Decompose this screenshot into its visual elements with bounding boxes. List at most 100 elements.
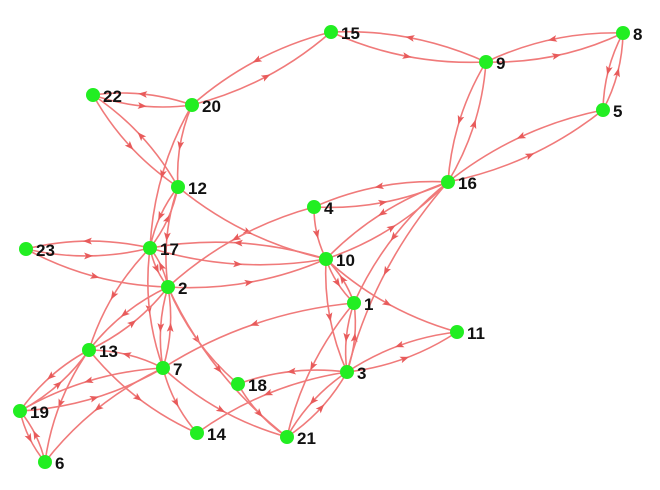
node-20-dot[interactable] (185, 98, 199, 112)
edge-arrow-10-to-11 (381, 298, 392, 306)
node-19-label: 19 (30, 403, 49, 422)
edge-arrow-3-to-21 (309, 395, 319, 405)
node-2-dot[interactable] (161, 280, 175, 294)
node-21-label: 21 (297, 429, 316, 448)
node-11-dot[interactable] (450, 325, 464, 339)
node-1-dot[interactable] (347, 296, 361, 310)
node-8[interactable]: 8 (616, 25, 642, 44)
node-15-label: 15 (341, 24, 360, 43)
edge-arrow-5-to-8 (613, 67, 620, 78)
edge-2-to-21 (167, 286, 288, 438)
edge-arrow-22-to-20 (137, 102, 147, 109)
node-15-dot[interactable] (324, 25, 338, 39)
node-14[interactable]: 14 (190, 425, 226, 444)
edge-arrow-17-to-12 (162, 214, 170, 225)
edge-12-to-22 (92, 94, 179, 188)
edge-13-to-6 (44, 349, 90, 463)
node-13[interactable]: 13 (82, 342, 118, 361)
edge-16-to-9 (447, 61, 487, 183)
edge-arrow-4-to-2 (231, 233, 242, 241)
edge-arrow-19-to-6 (24, 432, 32, 443)
edge-17-to-12 (149, 186, 179, 249)
edge-arrow-12-to-2 (164, 232, 171, 242)
node-5[interactable]: 5 (596, 102, 622, 121)
edge-arrow-3-to-11 (399, 356, 410, 364)
node-10[interactable]: 10 (319, 251, 355, 270)
node-22-dot[interactable] (86, 88, 100, 102)
node-21-dot[interactable] (280, 430, 294, 444)
node-6-dot[interactable] (38, 455, 52, 469)
edge-5-to-16 (447, 109, 604, 183)
node-17[interactable]: 17 (143, 240, 179, 259)
node-16[interactable]: 16 (441, 174, 477, 193)
edge-arrow-19-to-13 (52, 381, 62, 390)
edge-arrow-10-to-1 (332, 277, 341, 287)
node-22[interactable]: 22 (86, 87, 122, 106)
edge-16-to-5 (447, 109, 604, 183)
node-7[interactable]: 7 (156, 360, 182, 379)
edge-arrow-17-to-2 (151, 263, 159, 274)
node-4-dot[interactable] (307, 200, 321, 214)
node-10-dot[interactable] (319, 252, 333, 266)
edge-arrow-22-to-12 (124, 140, 134, 150)
edge-arrow-23-to-2 (89, 272, 100, 279)
edge-arrow-13-to-6 (58, 398, 65, 409)
edge-arrow-16-to-1 (390, 231, 399, 241)
edge-arrow-9-to-16 (457, 114, 465, 125)
node-9-dot[interactable] (479, 55, 493, 69)
edge-arrow-3-to-14 (263, 388, 274, 396)
edge-7-to-6 (44, 367, 164, 463)
node-18-dot[interactable] (231, 377, 245, 391)
edge-20-to-15 (191, 31, 332, 106)
node-23-label: 23 (36, 241, 55, 260)
node-13-dot[interactable] (82, 343, 96, 357)
edge-arrow-12-to-22 (137, 132, 147, 142)
node-4[interactable]: 4 (307, 199, 334, 218)
node-1[interactable]: 1 (347, 295, 373, 314)
node-16-dot[interactable] (441, 175, 455, 189)
node-23[interactable]: 23 (19, 241, 55, 260)
node-3[interactable]: 3 (340, 364, 366, 383)
edge-arrow-2-to-21 (213, 363, 222, 374)
node-19[interactable]: 19 (13, 403, 49, 422)
node-5-dot[interactable] (596, 103, 610, 117)
edge-arrow-16-to-3 (383, 265, 391, 276)
edge-arrow-12-to-17 (158, 210, 166, 221)
node-23-dot[interactable] (19, 242, 33, 256)
edge-arrow-7-to-6 (94, 402, 104, 412)
node-12[interactable]: 12 (171, 179, 207, 198)
node-9-label: 9 (496, 54, 505, 73)
node-11-label: 11 (467, 324, 485, 343)
edge-arrow-16-to-9 (469, 119, 477, 130)
node-3-dot[interactable] (340, 365, 354, 379)
node-18[interactable]: 18 (231, 376, 267, 395)
node-12-dot[interactable] (171, 180, 185, 194)
node-17-dot[interactable] (143, 241, 157, 255)
node-2[interactable]: 2 (161, 279, 187, 298)
edge-17-to-13 (88, 247, 151, 351)
edge-arrow-13-to-19 (47, 371, 57, 380)
edge-5-to-8 (602, 32, 624, 111)
node-14-dot[interactable] (190, 426, 204, 440)
node-9[interactable]: 9 (479, 54, 505, 73)
node-15[interactable]: 15 (324, 24, 360, 43)
edge-arrow-9-to-8 (551, 53, 562, 60)
node-1-label: 1 (364, 295, 373, 314)
node-11[interactable]: 11 (450, 324, 485, 343)
node-8-dot[interactable] (616, 26, 630, 40)
node-19-dot[interactable] (13, 404, 27, 418)
edge-arrow-1-to-3 (343, 332, 351, 343)
edge-16-to-3 (346, 181, 449, 373)
node-7-dot[interactable] (156, 361, 170, 375)
edge-1-to-7 (162, 302, 355, 369)
node-21[interactable]: 21 (280, 429, 316, 448)
edge-arrow-16-to-5 (524, 153, 535, 161)
edge-arrow-4-to-10 (312, 229, 320, 239)
edge-arrow-20-to-12 (177, 140, 185, 151)
edge-arrow-9-to-15 (405, 35, 415, 42)
node-20[interactable]: 20 (185, 97, 221, 116)
edge-arrow-10-to-3 (325, 312, 333, 322)
node-6[interactable]: 6 (38, 454, 64, 473)
edge-arrow-21-to-3 (315, 404, 325, 414)
node-13-label: 13 (99, 342, 118, 361)
